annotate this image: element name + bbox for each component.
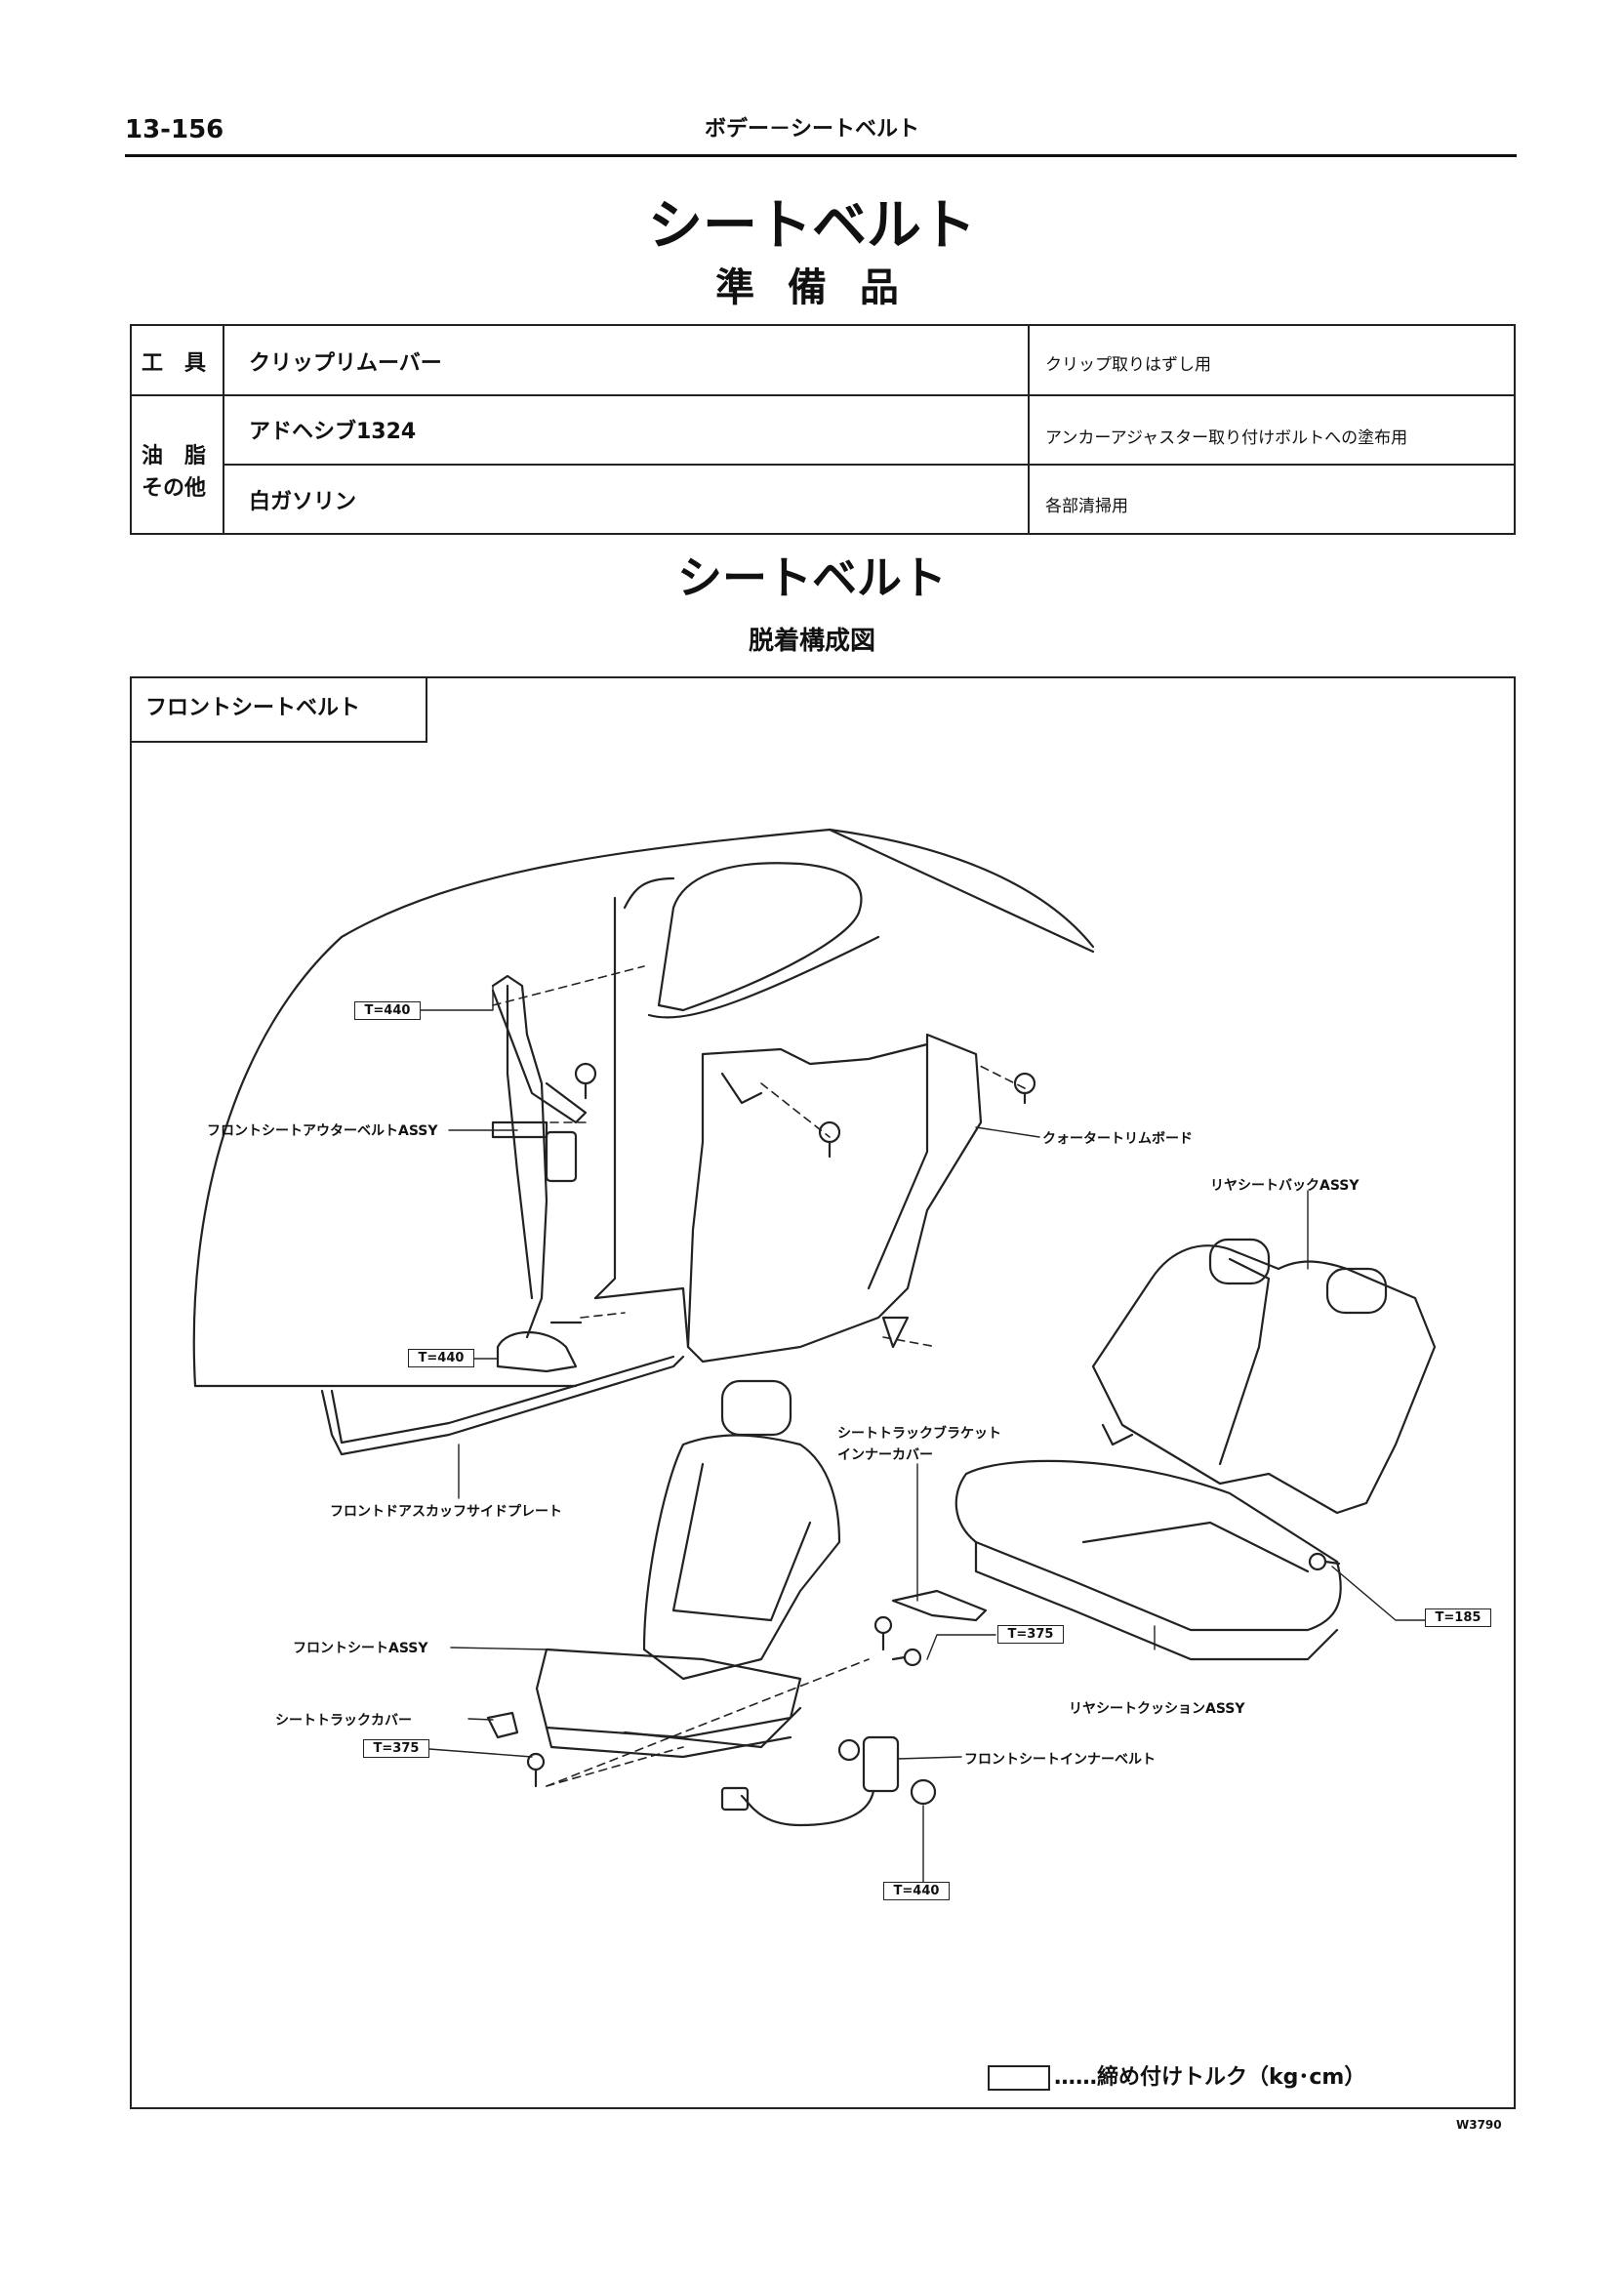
table-divider — [223, 464, 1514, 466]
prep-heading: 準 備 品 — [715, 265, 909, 310]
oils-label: 油 脂 — [142, 444, 207, 468]
legend-swatch — [988, 2065, 1050, 2091]
table-row-use: アンカーアジャスター取り付けボルトへの塗布用 — [1045, 428, 1408, 448]
label-bracket-cover-1: シートトラックブラケット — [837, 1426, 1001, 1442]
label-quarter-trim: クォータートリムボード — [1042, 1131, 1193, 1147]
table-row-item: クリップリムーバー — [249, 351, 442, 376]
diagram-heading: 脱着構成図 — [748, 627, 875, 656]
table-row-item: 白ガソリン — [249, 490, 357, 514]
label-bracket-cover-2: インナーカバー — [837, 1447, 933, 1463]
label-track-cover: シートトラックカバー — [275, 1713, 412, 1729]
torque-value: T=375 — [997, 1625, 1064, 1644]
other-label: その他 — [142, 476, 207, 501]
car-body-outline — [192, 828, 1095, 1388]
torque-value: T=375 — [363, 1739, 429, 1758]
label-outer-belt: フロントシートアウターベルトASSY — [207, 1123, 438, 1139]
torque-value: T=440 — [408, 1349, 474, 1367]
diagram-frame — [130, 676, 1516, 2109]
rear-seat-cushion — [954, 1459, 1342, 1661]
label-scuff-plate: フロントドアスカッフサイドプレート — [330, 1504, 562, 1520]
outer-belt-assy — [491, 974, 597, 1373]
figure-code: W3790 — [1456, 2118, 1502, 2132]
torque-value: T=185 — [1425, 1608, 1491, 1627]
table-divider — [223, 326, 224, 533]
legend-text: ……締め付けトルク（kg･cm） — [1054, 2065, 1366, 2090]
label-rear-seat-back: リヤシートバックASSY — [1210, 1178, 1360, 1194]
inner-belt — [720, 1735, 937, 1827]
table-row-use: 各部清掃用 — [1045, 497, 1128, 516]
table-divider — [132, 394, 1514, 396]
table-row-use: クリップ取りはずし用 — [1045, 355, 1211, 375]
table-row-item: アドヘシブ1324 — [249, 420, 417, 444]
label-rear-cushion: リヤシートクッションASSY — [1069, 1701, 1245, 1717]
tools-label: 工 具 — [142, 351, 207, 376]
bolts — [526, 1552, 1341, 1788]
diagram-tab-label: フロントシートベルト — [130, 676, 427, 743]
bracket-cover — [486, 1589, 988, 1739]
section-title: ボデー－シートベルト — [704, 117, 919, 142]
label-inner-belt: フロントシートインナーベルト — [964, 1752, 1156, 1768]
torque-value: T=440 — [354, 1001, 421, 1020]
label-front-seat: フロントシートASSY — [293, 1641, 428, 1656]
prep-table: 工 具 油 脂 その他 クリップリムーバー クリップ取りはずし用 アドヘシブ13… — [130, 324, 1516, 535]
torque-legend: ……締め付けトルク（kg･cm） — [988, 2059, 1365, 2091]
torque-value: T=440 — [883, 1882, 950, 1900]
scuff-plate — [320, 1355, 685, 1456]
quarter-trim-board — [686, 1033, 1036, 1364]
header-rule — [125, 154, 1517, 157]
page-title: シートベルト — [648, 194, 976, 258]
front-seat — [535, 1379, 841, 1759]
rear-seat-back — [1091, 1238, 1437, 1515]
section-heading: シートベルト — [677, 551, 947, 604]
page-number: 13-156 — [125, 115, 224, 144]
table-divider — [1028, 326, 1030, 533]
